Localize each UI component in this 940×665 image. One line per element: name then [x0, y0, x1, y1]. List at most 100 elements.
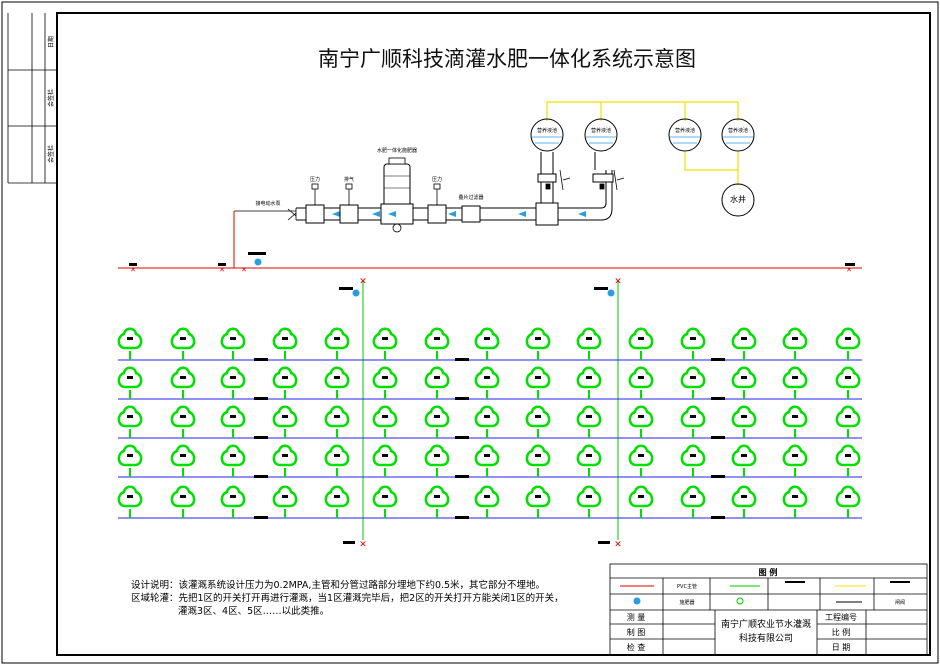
svg-text:✕: ✕	[614, 277, 622, 287]
tree-icon	[372, 444, 398, 477]
tree-icon	[424, 405, 450, 438]
side-strip: 日期 会签栏 会签栏	[7, 13, 57, 184]
tree-icon	[731, 366, 757, 399]
tree-icon	[731, 405, 757, 438]
legend-symbols	[620, 581, 910, 605]
lateral-valve	[455, 516, 469, 519]
tree-icon	[170, 444, 196, 477]
tree-icon	[272, 485, 298, 518]
fertilizer-injector: 水肥一体化施肥器	[377, 147, 417, 233]
tree-icon	[782, 327, 808, 360]
tree-icon	[731, 327, 757, 360]
tree-icon	[117, 327, 143, 360]
tree-icon	[220, 366, 246, 399]
tank-label: 营养液池	[591, 127, 611, 134]
design-note: 设计说明：该灌溉系统设计压力为0.2MPA,主管和分管过路部分埋地下约0.5米，…	[131, 579, 545, 591]
tree-icon	[576, 485, 602, 518]
side-label-sign-2: 会签栏	[47, 145, 55, 163]
valve-label-2: 排气	[344, 176, 354, 183]
lateral-valve	[455, 436, 469, 439]
tree-icon	[117, 366, 143, 399]
diagram-title: 南宁广顺科技滴灌水肥一体化系统示意图	[318, 47, 696, 71]
water-well: 水井	[721, 183, 755, 217]
pressure-gauges	[311, 183, 441, 205]
row-label-check: 检 查	[627, 642, 646, 652]
tree-icon	[170, 405, 196, 438]
injector-label: 水肥一体化施肥器	[377, 147, 417, 154]
tree-icon	[272, 444, 298, 477]
water-network	[546, 101, 739, 185]
lateral-valve	[254, 397, 268, 400]
tree-icon	[424, 366, 450, 399]
svg-text:✕: ✕	[846, 266, 852, 274]
tree-icon	[170, 485, 196, 518]
row-label-draw: 制 图	[627, 627, 646, 637]
tree-icon	[324, 444, 350, 477]
tree-icon	[272, 366, 298, 399]
lateral-valve	[254, 436, 268, 439]
inlet-connection	[234, 208, 297, 221]
rotation-note: 区域轮灌：先把1区的开关打开再进行灌溉，当1区灌溉完毕后，把2区的开关打开方能关…	[131, 592, 564, 604]
tree-icon	[525, 444, 551, 477]
tree-icon	[117, 444, 143, 477]
branch-pipes	[362, 281, 619, 540]
inlet-label: 接电动水泵	[255, 200, 280, 207]
svg-text:✕: ✕	[614, 540, 622, 550]
legend-main-pipe: PVC主管	[677, 583, 697, 590]
tree-icon	[324, 327, 350, 360]
lateral-valve	[455, 475, 469, 478]
tree-icon	[782, 405, 808, 438]
tree-icon	[324, 485, 350, 518]
scale-label: 比 例	[832, 627, 851, 637]
tree-grid	[117, 327, 862, 519]
tree-icon	[220, 405, 246, 438]
main-pipe-valves: ✕ ✕ ✕ ✕	[129, 252, 855, 274]
tree-icon	[525, 327, 551, 360]
legend-injector: 施肥器	[679, 599, 694, 606]
tree-icon	[525, 405, 551, 438]
tree-icon	[170, 366, 196, 399]
valve-label-3: 压力	[432, 176, 442, 183]
tree-icon	[324, 405, 350, 438]
tree-icon	[782, 366, 808, 399]
tree-icon	[424, 485, 450, 518]
svg-text:✕: ✕	[241, 266, 247, 274]
tank-label: 营养液池	[675, 127, 695, 134]
lateral-valve	[455, 358, 469, 361]
branch-valves: ✕ ✕ ✕ ✕	[339, 277, 622, 550]
lateral-valve	[711, 436, 725, 439]
tree-icon	[220, 327, 246, 360]
tree-icon	[680, 444, 706, 477]
tree-icon	[525, 485, 551, 518]
tree-icon	[576, 405, 602, 438]
tree-icon	[680, 485, 706, 518]
filter-label: 叠片过滤器	[458, 194, 483, 201]
tree-icon	[424, 327, 450, 360]
svg-text:✕: ✕	[130, 266, 136, 274]
tree-icon	[170, 327, 196, 360]
title-block	[609, 563, 928, 656]
tree-icon	[782, 444, 808, 477]
tree-icon	[680, 366, 706, 399]
tank-label: 营养液池	[728, 127, 748, 134]
well-label: 水井	[730, 194, 746, 204]
tree-icon	[835, 485, 861, 518]
lateral-valve	[711, 475, 725, 478]
tree-icon	[372, 327, 398, 360]
tree-icon	[117, 485, 143, 518]
lateral-valve	[711, 358, 725, 361]
tree-icon	[372, 485, 398, 518]
tree-icon	[220, 444, 246, 477]
tree-icon	[272, 405, 298, 438]
tree-icon	[576, 366, 602, 399]
tree-icon	[835, 444, 861, 477]
tree-icon	[474, 405, 500, 438]
check-valves	[545, 169, 625, 191]
lateral-valve	[711, 397, 725, 400]
side-label-date: 日期	[47, 36, 55, 48]
tree-icon	[680, 327, 706, 360]
tree-icon	[731, 444, 757, 477]
svg-text:✕: ✕	[219, 266, 225, 274]
side-label-sign-1: 会签栏	[47, 89, 55, 107]
nutrient-tank-2: 营养液池	[584, 118, 618, 152]
